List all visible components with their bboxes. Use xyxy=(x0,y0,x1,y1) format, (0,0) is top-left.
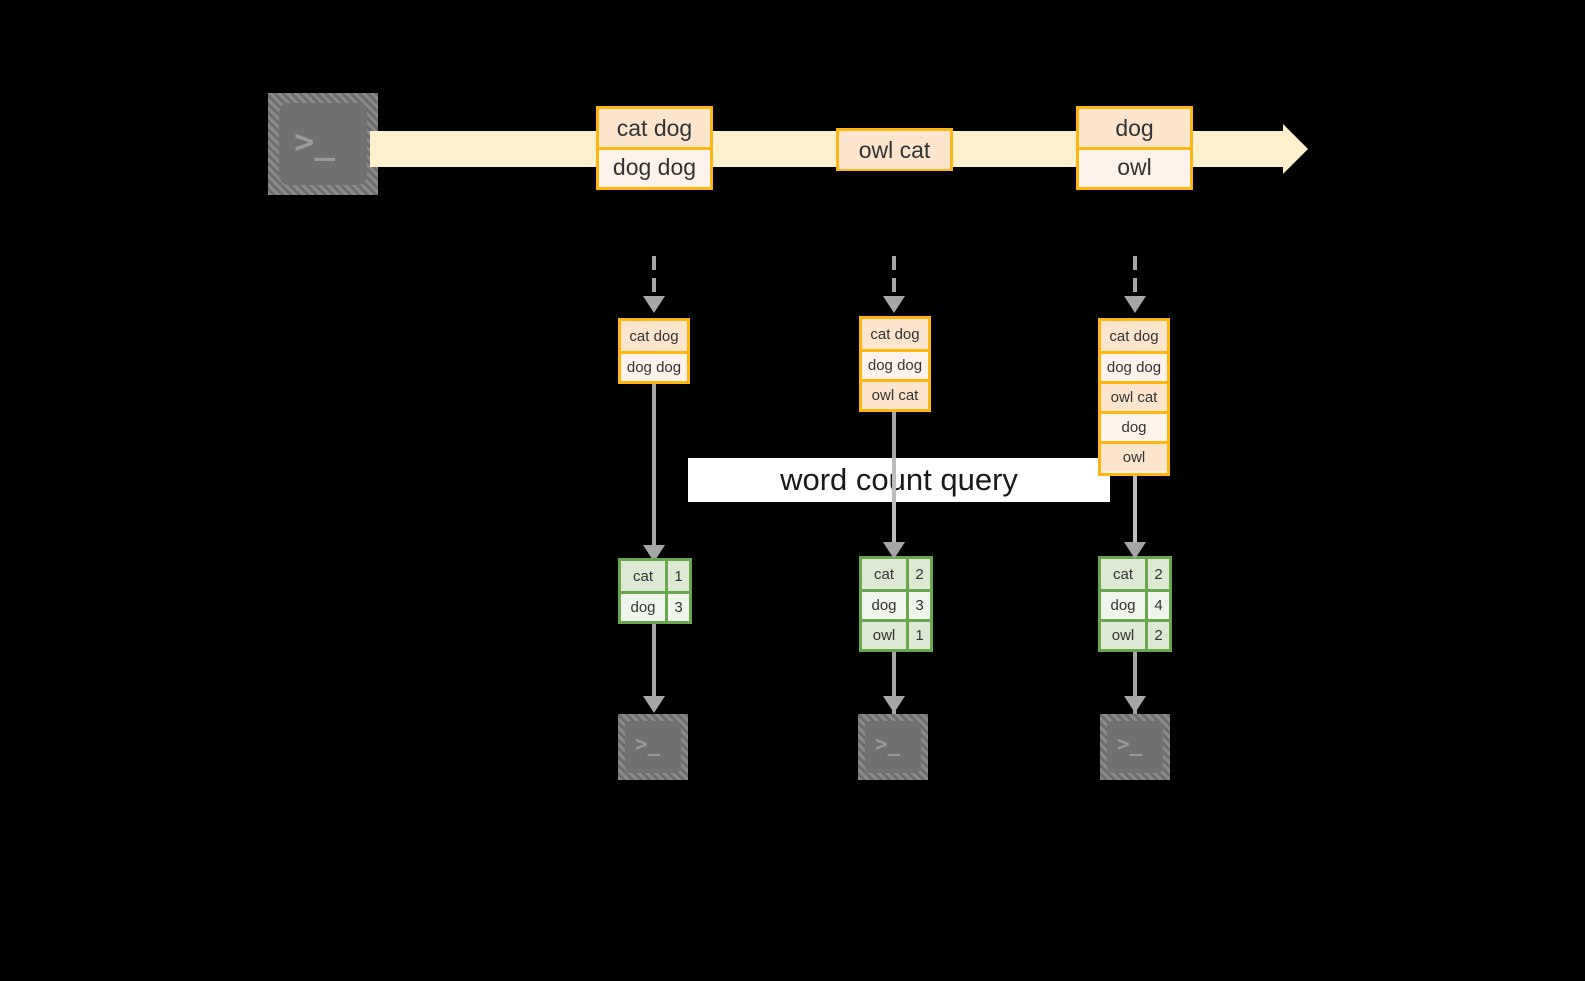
terminal-prompt-glyph: >_ xyxy=(294,122,335,162)
terminal-screen xyxy=(1107,721,1163,773)
trigger-3-input-row-3: owl cat xyxy=(1101,381,1167,411)
trigger-2-input-table: cat dog dog dog owl cat xyxy=(859,316,931,412)
result-count: 1 xyxy=(906,622,930,649)
stream-batch-3-line-2: owl xyxy=(1079,147,1190,185)
result-count: 2 xyxy=(1145,559,1169,589)
trigger-1-stream-link xyxy=(652,256,656,300)
trigger-3-sink-terminal-icon: >_ xyxy=(1100,714,1170,780)
stream-batch-2-line-1: owl cat xyxy=(839,131,950,169)
result-word: cat xyxy=(621,561,665,591)
table-row: cat 2 xyxy=(1101,559,1169,589)
result-word: dog xyxy=(621,594,665,621)
trigger-2-input-row-1: cat dog xyxy=(862,319,928,349)
trigger-1-input-row-2: dog dog xyxy=(621,351,687,381)
trigger-1-sink-arrowhead xyxy=(643,696,665,713)
trigger-3-query-connector-overlay xyxy=(1133,476,1137,548)
trigger-2-input-row-2: dog dog xyxy=(862,349,928,379)
query-label: word count query xyxy=(688,458,1110,502)
result-count: 2 xyxy=(906,559,930,589)
trigger-2-sink-connector xyxy=(892,652,896,728)
trigger-1-input-row-1: cat dog xyxy=(621,321,687,351)
result-word: owl xyxy=(1101,622,1145,649)
table-row: owl 2 xyxy=(1101,619,1169,649)
trigger-2-sink-arrowhead xyxy=(883,696,905,713)
trigger-3-stream-link xyxy=(1133,256,1137,300)
terminal-screen xyxy=(279,103,367,185)
event-stream-arrow-head xyxy=(1283,124,1308,174)
trigger-2-stream-link xyxy=(892,256,896,300)
result-count: 1 xyxy=(665,561,689,591)
stream-batch-3: dog owl xyxy=(1076,106,1193,190)
trigger-3-sink-connector xyxy=(1133,652,1137,728)
trigger-1-sink-connector xyxy=(652,624,656,702)
trigger-1-stream-link-arrowhead xyxy=(643,296,665,313)
table-row: cat 1 xyxy=(621,561,689,591)
result-count: 2 xyxy=(1145,622,1169,649)
table-row: cat 2 xyxy=(862,559,930,589)
trigger-2-query-connector-overlay xyxy=(892,458,896,550)
result-word: cat xyxy=(862,559,906,589)
trigger-3-input-row-2: dog dog xyxy=(1101,351,1167,381)
trigger-3-input-table: cat dog dog dog owl cat dog owl xyxy=(1098,318,1170,476)
trigger-1-result-table: cat 1 dog 3 xyxy=(618,558,692,624)
trigger-1-input-table: cat dog dog dog xyxy=(618,318,690,384)
terminal-prompt-glyph: >_ xyxy=(875,732,901,756)
result-word: dog xyxy=(862,592,906,619)
trigger-1-query-arrowhead xyxy=(643,545,665,562)
result-count: 3 xyxy=(906,592,930,619)
terminal-screen xyxy=(625,721,681,773)
trigger-3-input-row-5: owl xyxy=(1101,441,1167,471)
trigger-3-input-row-1: cat dog xyxy=(1101,321,1167,351)
result-count: 3 xyxy=(665,594,689,621)
table-row: dog 3 xyxy=(862,589,930,619)
trigger-1-query-connector xyxy=(652,384,656,551)
trigger-3-query-arrowhead xyxy=(1124,542,1146,559)
trigger-2-sink-terminal-icon: >_ xyxy=(858,714,928,780)
trigger-2-stream-link-arrowhead xyxy=(883,296,905,313)
table-row: dog 3 xyxy=(621,591,689,621)
table-row: dog 4 xyxy=(1101,589,1169,619)
stream-batch-1-line-1: cat dog xyxy=(599,109,710,147)
source-terminal-icon: >_ xyxy=(268,93,378,195)
trigger-3-input-row-4: dog xyxy=(1101,411,1167,441)
result-word: cat xyxy=(1101,559,1145,589)
result-count: 4 xyxy=(1145,592,1169,619)
trigger-3-result-table: cat 2 dog 4 owl 2 xyxy=(1098,556,1172,652)
terminal-screen xyxy=(865,721,921,773)
trigger-3-stream-link-arrowhead xyxy=(1124,296,1146,313)
terminal-prompt-glyph: >_ xyxy=(1117,732,1143,756)
trigger-1-sink-terminal-icon: >_ xyxy=(618,714,688,780)
trigger-2-query-arrowhead xyxy=(883,542,905,559)
result-word: dog xyxy=(1101,592,1145,619)
result-word: owl xyxy=(862,622,906,649)
trigger-2-input-row-3: owl cat xyxy=(862,379,928,409)
trigger-3-sink-arrowhead xyxy=(1124,696,1146,713)
stream-batch-1-line-2: dog dog xyxy=(599,147,710,185)
terminal-prompt-glyph: >_ xyxy=(635,732,661,756)
stream-batch-2: owl cat xyxy=(836,128,953,171)
table-row: owl 1 xyxy=(862,619,930,649)
trigger-2-result-table: cat 2 dog 3 owl 1 xyxy=(859,556,933,652)
stream-batch-1: cat dog dog dog xyxy=(596,106,713,190)
stream-batch-3-line-1: dog xyxy=(1079,109,1190,147)
